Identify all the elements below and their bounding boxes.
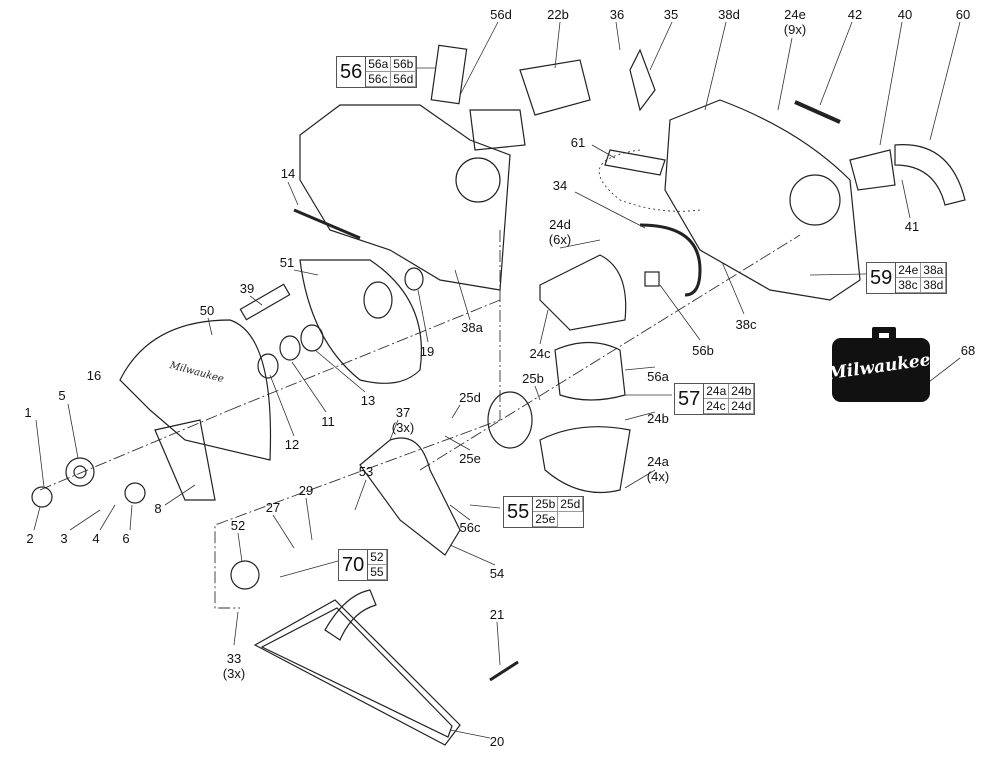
- kit-item: 25b: [533, 497, 559, 512]
- part-label-52: 52: [230, 518, 246, 533]
- part-label-39: 39: [239, 281, 255, 296]
- part-label-34: 34: [552, 178, 568, 193]
- kit-number: 55: [504, 497, 534, 527]
- kit-item: 25d: [558, 497, 584, 512]
- part-label-13: 13: [360, 393, 376, 408]
- part-label-54: 54: [489, 566, 505, 581]
- kit-item: 25e: [533, 512, 559, 527]
- kit-item: 38c: [896, 278, 922, 293]
- brush-holder-lower: [539, 426, 631, 494]
- part-label-38d: 38d: [718, 7, 740, 22]
- part-label-16: 16: [86, 368, 102, 383]
- assembly-axes: [39, 230, 801, 609]
- lower-blade-guard: [154, 419, 216, 501]
- part-label-5: 5: [58, 388, 66, 403]
- part-label-24c: 24c: [529, 346, 551, 361]
- leader-lines: [33, 21, 961, 739]
- part-label-56c: 56c: [459, 520, 481, 535]
- kit-item: 55: [368, 565, 387, 580]
- gear-case: [359, 437, 461, 556]
- kit-item: 56d: [391, 72, 417, 87]
- part-label-25b: 25b: [522, 371, 544, 386]
- kit-item: 24e: [896, 263, 922, 278]
- lower-guard-plate: [299, 259, 422, 384]
- kit-item: 56a: [366, 57, 392, 72]
- upper-blade-guard: [119, 319, 272, 461]
- part-label-61: 61: [570, 135, 586, 150]
- motor-housing: [299, 104, 511, 291]
- part-label-38a: 38a: [461, 320, 483, 335]
- guard-logo: Milwaukee: [167, 360, 224, 385]
- part-label-24d: 24d (6x): [548, 217, 572, 247]
- part-label-56d: 56d: [490, 7, 512, 22]
- right-housing: [664, 99, 861, 301]
- part-label-42: 42: [847, 7, 863, 22]
- part-label-36: 36: [609, 7, 625, 22]
- part-label-14: 14: [280, 166, 296, 181]
- kit-item: 38a: [921, 263, 947, 278]
- part-label-25d: 25d: [459, 390, 481, 405]
- part-label-22b: 22b: [547, 7, 569, 22]
- part-label-21: 21: [489, 607, 505, 622]
- part-label-11: 11: [321, 414, 335, 429]
- kit-item: 24b: [729, 384, 755, 399]
- part-label-4: 4: [92, 531, 100, 546]
- carrying-case: [832, 327, 930, 402]
- part-label-33: 33 (3x): [222, 651, 246, 681]
- kit-item: 24d: [729, 399, 755, 414]
- kit-item: 24a: [704, 384, 730, 399]
- part-label-25e: 25e: [459, 451, 481, 466]
- kit-item: 24c: [704, 399, 730, 414]
- brush-holder-upper: [539, 254, 627, 331]
- part-label-41: 41: [904, 219, 920, 234]
- part-label-3: 3: [60, 531, 68, 546]
- kit-item: 52: [368, 550, 387, 565]
- part-label-53: 53: [358, 464, 374, 479]
- part-label-2: 2: [26, 531, 34, 546]
- part-label-24e: 24e (9x): [783, 7, 807, 37]
- cover-60: [894, 144, 966, 206]
- kit-number: 57: [675, 384, 705, 414]
- kit-item: 38d: [921, 278, 947, 293]
- kit-item: 56b: [391, 57, 417, 72]
- part-label-56b: 56b: [692, 343, 714, 358]
- part-label-8: 8: [154, 501, 162, 516]
- part-label-60: 60: [955, 7, 971, 22]
- part-label-6: 6: [122, 531, 130, 546]
- kit-number: 70: [339, 550, 369, 580]
- part-label-29: 29: [298, 483, 314, 498]
- part-label-24a: 24a (4x): [646, 454, 670, 484]
- part-label-20: 20: [489, 734, 505, 749]
- base-plate: [253, 599, 461, 746]
- kit-number: 56: [337, 57, 367, 87]
- part-label-24b: 24b: [647, 411, 669, 426]
- part-label-37: 37 (3x): [391, 405, 415, 435]
- part-label-27: 27: [265, 500, 281, 515]
- part-label-68: 68: [960, 343, 976, 358]
- part-label-19: 19: [419, 344, 435, 359]
- kit-number: 59: [867, 263, 897, 293]
- part-label-40: 40: [897, 7, 913, 22]
- part-label-38c: 38c: [735, 317, 757, 332]
- part-label-56a: 56a: [647, 369, 669, 384]
- part-label-51: 51: [279, 255, 295, 270]
- field-stator: [554, 341, 626, 401]
- part-label-50: 50: [199, 303, 215, 318]
- part-label-12: 12: [284, 437, 300, 452]
- kit-item: 56c: [366, 72, 392, 87]
- part-label-1: 1: [24, 405, 32, 420]
- part-label-35: 35: [663, 7, 679, 22]
